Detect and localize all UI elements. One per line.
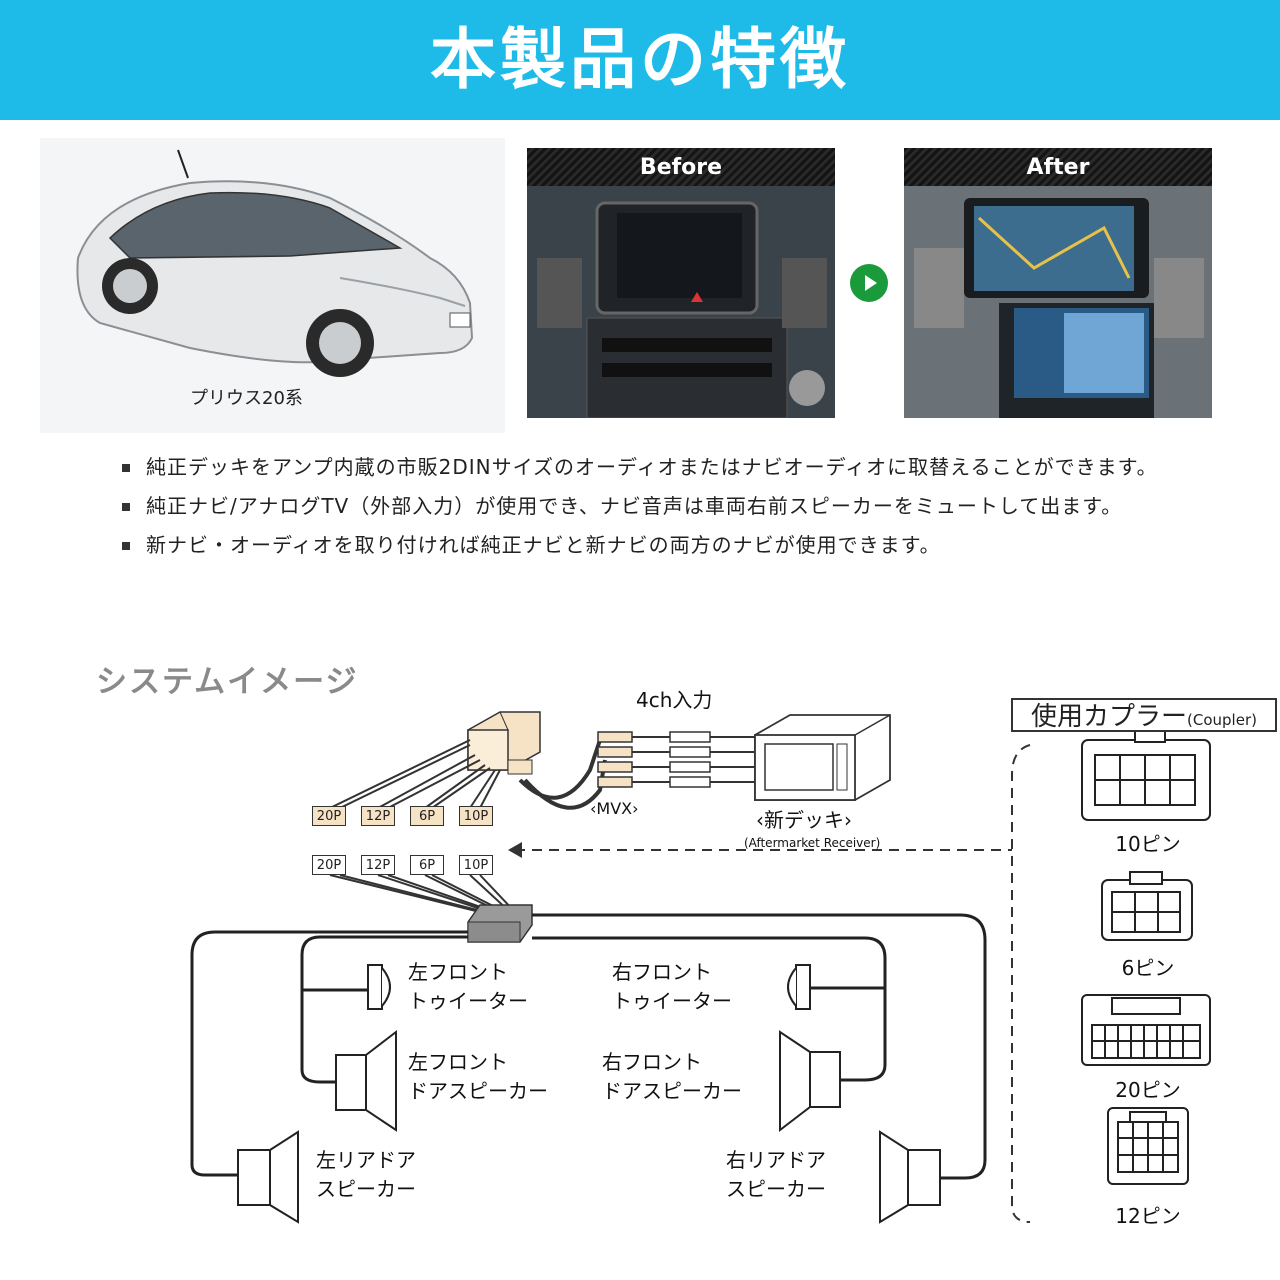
coupler-icons bbox=[1081, 727, 1211, 1185]
after-label: After bbox=[904, 148, 1212, 186]
connector-10p-mate: 10P bbox=[459, 855, 493, 875]
bullet-icon bbox=[122, 464, 130, 472]
list-item: 純正ナビ/アナログTV（外部入力）が使用でき、ナビ音声は車両右前スピーカーをミュ… bbox=[118, 491, 1178, 522]
lf-tweeter-line2: トゥイーター bbox=[408, 989, 528, 1013]
arrow-icon bbox=[850, 264, 888, 302]
connector-20p-mate: 20P bbox=[312, 855, 346, 875]
title-banner: 本製品の特徴 bbox=[0, 0, 1280, 120]
mvx-label: ‹MVX› bbox=[590, 799, 639, 818]
connector-6p-mate: 6P bbox=[410, 855, 444, 875]
car-photo bbox=[40, 138, 505, 433]
before-label: Before bbox=[527, 148, 835, 186]
rf-tweeter-label: 右フロント トゥイーター bbox=[612, 958, 732, 1016]
rf-tweeter-line1: 右フロント bbox=[612, 960, 712, 984]
lr-door-line1: 左リアドア bbox=[316, 1148, 416, 1172]
connector-10p: 10P bbox=[459, 806, 493, 826]
feature-list: 純正デッキをアンプ内蔵の市販2DINサイズのオーディオまたはナビオーディオに取替… bbox=[118, 452, 1178, 569]
before-dashboard bbox=[527, 186, 835, 418]
list-item-text: 純正ナビ/アナログTV（外部入力）が使用でき、ナビ音声は車両右前スピーカーをミュ… bbox=[146, 494, 1123, 518]
before-photo: Before bbox=[527, 148, 835, 418]
car-caption: プリウス20系 bbox=[190, 388, 303, 409]
banner-title: 本製品の特徴 bbox=[430, 21, 850, 98]
car-illustration bbox=[76, 149, 474, 377]
lf-door-line1: 左フロント bbox=[408, 1050, 508, 1074]
lf-tweeter-label: 左フロント トゥイーター bbox=[408, 958, 528, 1016]
rf-door-label: 右フロント ドアスピーカー bbox=[602, 1048, 742, 1106]
coupler-title: 使用カプラー(Coupler) bbox=[1011, 698, 1277, 732]
rr-door-line1: 右リアドア bbox=[726, 1148, 826, 1172]
rf-tweeter-line2: トゥイーター bbox=[612, 989, 732, 1013]
list-item: 純正デッキをアンプ内蔵の市販2DINサイズのオーディオまたはナビオーディオに取替… bbox=[118, 452, 1178, 483]
list-item: 新ナビ・オーディオを取り付ければ純正ナビと新ナビの両方のナビが使用できます。 bbox=[118, 530, 1178, 561]
coupler-title-en: (Coupler) bbox=[1187, 711, 1257, 729]
list-item-text: 新ナビ・オーディオを取り付ければ純正ナビと新ナビの両方のナビが使用できます。 bbox=[146, 533, 941, 557]
coupler-12pin-label: 12ピン bbox=[1115, 1204, 1181, 1228]
coupler-title-text: 使用カプラー bbox=[1031, 702, 1188, 732]
rr-door-line2: スピーカー bbox=[726, 1177, 826, 1201]
rr-door-label: 右リアドア スピーカー bbox=[726, 1146, 826, 1204]
connector-20p: 20P bbox=[312, 806, 346, 826]
after-dashboard bbox=[904, 186, 1212, 418]
bullet-icon bbox=[122, 542, 130, 550]
lf-tweeter-line1: 左フロント bbox=[408, 960, 508, 984]
deck-sub-label: (Aftermarket Receiver) bbox=[744, 836, 881, 850]
rf-door-line2: ドアスピーカー bbox=[602, 1079, 742, 1103]
input-label: 4ch入力 bbox=[636, 688, 713, 712]
deck-label: ‹新デッキ› bbox=[756, 808, 852, 832]
lr-door-line2: スピーカー bbox=[316, 1177, 416, 1201]
connector-12p-mate: 12P bbox=[361, 855, 395, 875]
lf-door-line2: ドアスピーカー bbox=[408, 1079, 548, 1103]
connector-12p: 12P bbox=[361, 806, 395, 826]
lr-door-label: 左リアドア スピーカー bbox=[316, 1146, 416, 1204]
rf-door-line1: 右フロント bbox=[602, 1050, 702, 1074]
after-photo: After bbox=[904, 148, 1212, 418]
coupler-20pin-label: 20ピン bbox=[1115, 1078, 1181, 1102]
list-item-text: 純正デッキをアンプ内蔵の市販2DINサイズのオーディオまたはナビオーディオに取替… bbox=[146, 455, 1158, 479]
connector-6p: 6P bbox=[410, 806, 444, 826]
coupler-6pin-label: 6ピン bbox=[1121, 956, 1175, 980]
lf-door-label: 左フロント ドアスピーカー bbox=[408, 1048, 548, 1106]
coupler-10pin-label: 10ピン bbox=[1115, 832, 1181, 856]
system-title: システムイメージ bbox=[96, 664, 359, 700]
bullet-icon bbox=[122, 503, 130, 511]
